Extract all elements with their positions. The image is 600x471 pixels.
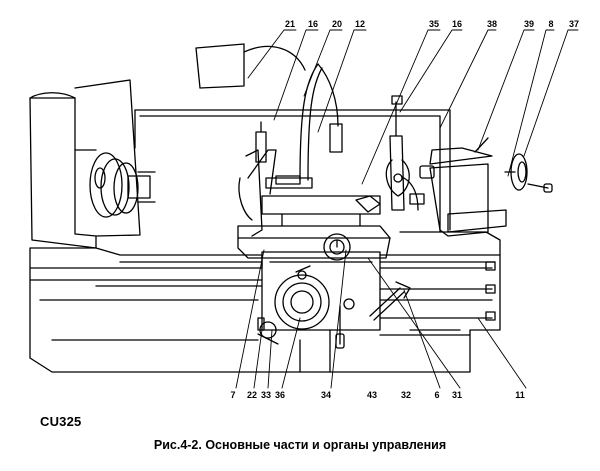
callout-38: 38 (487, 19, 497, 29)
callout-39: 39 (524, 19, 534, 29)
callout-20: 20 (332, 19, 342, 29)
callout-22: 22 (247, 390, 257, 400)
model-label: CU325 (40, 414, 82, 429)
callout-31: 31 (452, 390, 462, 400)
callout-43: 43 (367, 390, 377, 400)
headstock (29, 79, 156, 249)
callout-34: 34 (321, 390, 331, 400)
callout-33: 33 (261, 390, 271, 400)
callout-8: 8 (548, 19, 553, 29)
tailstock (385, 95, 553, 237)
callout-6: 6 (434, 390, 439, 400)
carriage (237, 121, 411, 349)
callout-35: 35 (429, 19, 439, 29)
callouts-bottom: 7 22 33 36 34 43 32 6 31 11 (230, 390, 524, 400)
callout-16: 16 (308, 19, 318, 29)
callout-16-right: 16 (452, 19, 462, 29)
callout-11: 11 (515, 390, 525, 400)
work-lamp (195, 43, 306, 89)
splash-guard (134, 109, 451, 233)
callout-32: 32 (401, 390, 411, 400)
top-leaders (247, 29, 579, 185)
lathe-bed (29, 231, 501, 373)
bottom-leaders (235, 249, 527, 389)
callout-37: 37 (569, 19, 579, 29)
figure-caption: Рис.4-2. Основные части и органы управле… (153, 438, 447, 452)
callout-21: 21 (285, 19, 295, 29)
callouts-top: 21 16 20 12 35 16 38 39 8 37 (285, 19, 579, 29)
callout-7: 7 (230, 390, 235, 400)
callout-36: 36 (275, 390, 285, 400)
callout-12: 12 (355, 19, 365, 29)
